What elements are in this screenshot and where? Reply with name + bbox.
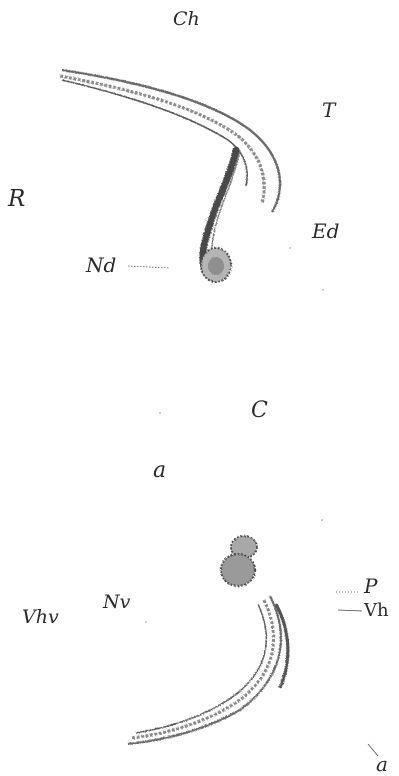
label-c: C <box>251 400 268 422</box>
upper-middle-layer <box>60 76 264 204</box>
neural-bulb-core <box>208 257 224 275</box>
lower-mass-bottom <box>221 554 255 586</box>
lower-middle-layer <box>132 600 274 738</box>
upper-inner-layer <box>62 80 247 186</box>
vh-leader-line <box>338 610 362 611</box>
upper-section <box>60 70 280 282</box>
speck <box>159 412 161 414</box>
label-a-top: a <box>153 460 166 482</box>
speck <box>289 247 290 248</box>
label-a-bottom: a <box>376 754 388 774</box>
label-p: P <box>364 576 377 596</box>
label-ed: Ed <box>312 221 339 241</box>
label-nv: Nv <box>103 593 130 612</box>
label-ch: Ch <box>173 10 200 29</box>
leader-lines <box>128 266 378 756</box>
upper-outer-layer <box>62 70 280 212</box>
label-r: R <box>8 188 25 211</box>
label-nd: Nd <box>86 255 116 275</box>
speck <box>145 621 146 622</box>
speck <box>322 289 323 290</box>
lower-inner-layer <box>136 604 266 733</box>
speck <box>321 519 323 521</box>
nd-leader-line <box>128 266 170 268</box>
label-t: T <box>322 100 335 120</box>
label-vh: Vh <box>364 602 389 620</box>
lower-section <box>128 536 288 744</box>
label-vhv: Vhv <box>22 608 59 627</box>
